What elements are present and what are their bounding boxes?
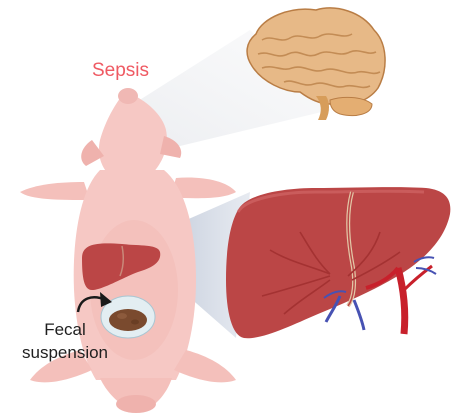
sepsis-label: Sepsis (92, 60, 149, 82)
fecal-suspension-label: Fecal suspension (22, 318, 108, 364)
fecal-label-line1: Fecal (22, 318, 108, 341)
liver-icon (226, 187, 450, 338)
fecal-label-line2: suspension (22, 341, 108, 364)
